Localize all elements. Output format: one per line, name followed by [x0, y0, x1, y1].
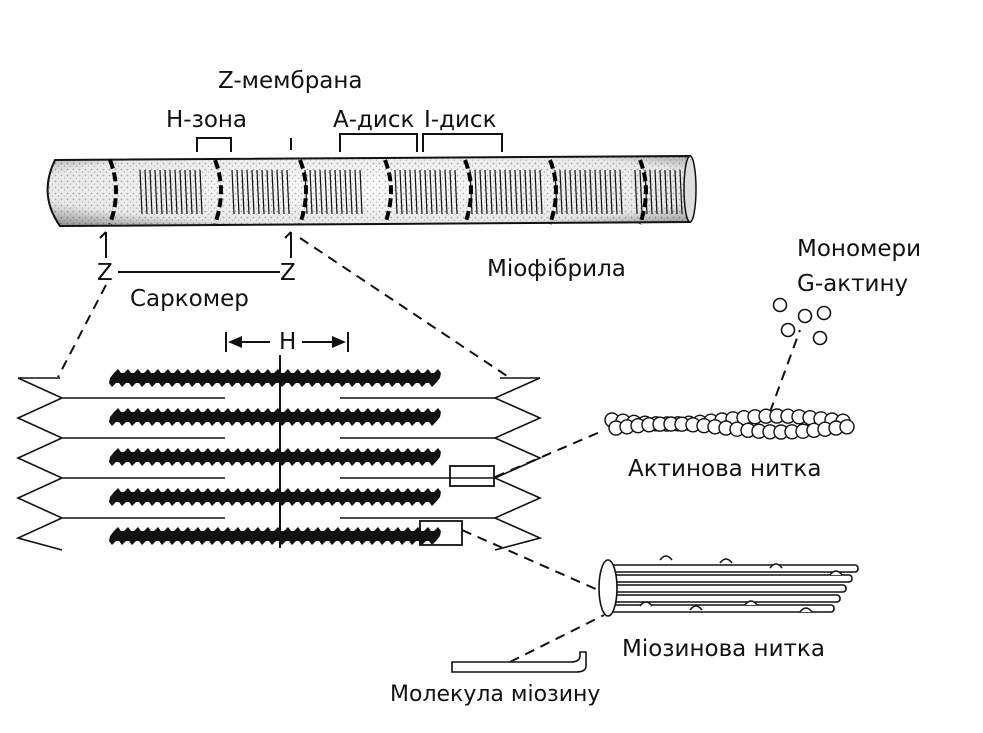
a-disk-bracket	[339, 133, 418, 152]
myosin-filament-label: Міозинова нитка	[622, 636, 825, 662]
a-disk-label: А-диск	[333, 107, 415, 133]
i-disk-bracket	[422, 133, 503, 152]
myosin-molecule-label: Молекула міозину	[390, 682, 601, 707]
myofibril-illustration	[46, 154, 697, 228]
z-right-label: Z	[280, 260, 296, 286]
myosin-filament-illustration	[598, 555, 859, 617]
thin-filaments	[18, 377, 540, 519]
h-zone-label: Н-зона	[166, 107, 248, 133]
thick-filaments	[109, 369, 441, 545]
g-actin-label-line2: G-актину	[797, 271, 909, 297]
actin-filament-label: Актинова нитка	[628, 456, 822, 482]
myofibril-label: Міофібрила	[487, 256, 626, 282]
band-brackets	[196, 133, 503, 152]
sarcomere-label: Саркомер	[130, 286, 249, 312]
actin-zoom-box	[449, 465, 495, 487]
h-mark-label: H	[279, 329, 297, 355]
sarcomere-markers	[99, 231, 292, 273]
myofibril-z-lines	[108, 159, 648, 225]
myofibril-striations	[139, 169, 683, 215]
myofibril-end-cap	[683, 155, 697, 223]
sarcomere-detail	[15, 355, 543, 551]
h-width-indicator	[225, 332, 349, 352]
myosin-zoom-box	[419, 520, 463, 546]
h-zone-bracket	[196, 137, 232, 152]
g-actin-label-line1: Мономери	[797, 236, 922, 262]
actin-filament-illustration	[604, 408, 855, 440]
z-left-label: Z	[97, 260, 113, 286]
i-disk-label: I-диск	[424, 107, 497, 133]
myosin-molecule-illustration	[451, 651, 587, 673]
g-actin-monomers	[772, 297, 832, 346]
z-membrane-label: Z-мембрана	[218, 68, 363, 94]
z-disc-zigzags	[15, 377, 543, 551]
